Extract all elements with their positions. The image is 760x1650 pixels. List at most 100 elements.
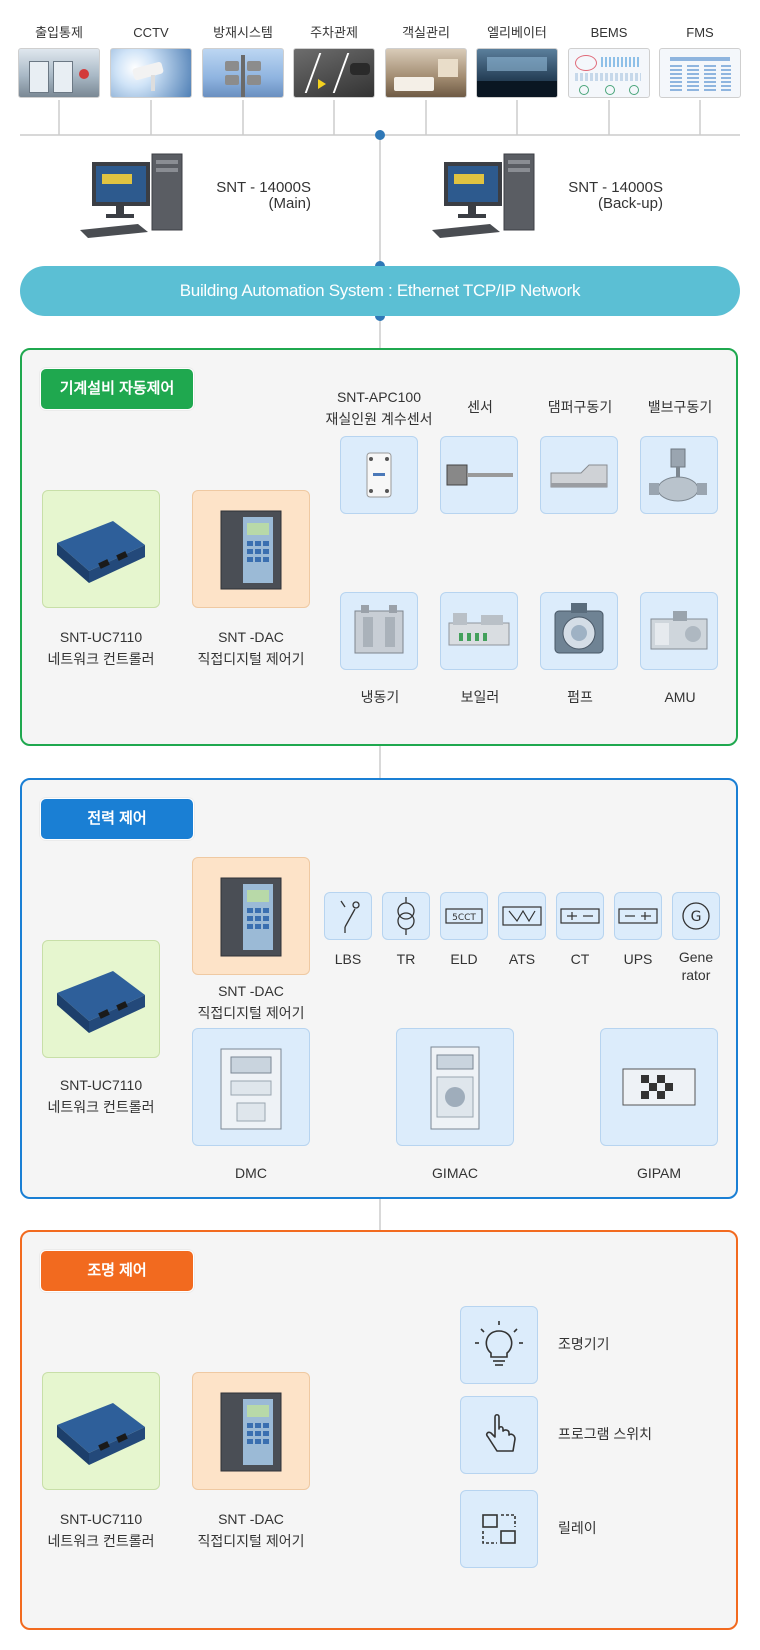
dac-controller-box bbox=[192, 490, 310, 608]
relay-label: 릴레이 bbox=[558, 1520, 597, 1536]
ats-label: ATS bbox=[508, 951, 536, 967]
section-title-power: 전력 제어 bbox=[40, 798, 194, 840]
bems-screen bbox=[568, 48, 650, 98]
ats-switch-icon bbox=[502, 906, 542, 926]
dmc-label: DMC bbox=[235, 1165, 267, 1181]
digital-controller-icon bbox=[220, 877, 282, 957]
device-name: SNT -DAC bbox=[218, 983, 284, 999]
server-model: SNT - 14000S bbox=[568, 179, 663, 196]
subsystem-label: 엘리베이터 bbox=[487, 25, 547, 40]
digital-controller-icon bbox=[220, 1392, 282, 1472]
subsystem-label: 주차관제 bbox=[310, 25, 358, 40]
program-switch-box bbox=[460, 1396, 538, 1474]
network-controller-icon bbox=[57, 521, 145, 583]
elevator-photo bbox=[476, 48, 558, 98]
cctv-photo bbox=[110, 48, 192, 98]
hand-pointer-icon bbox=[485, 1413, 516, 1452]
ct-box bbox=[556, 892, 604, 940]
subsystem-label: 출입통제 bbox=[35, 25, 83, 40]
device-desc: 재실인원 계수센서 bbox=[325, 411, 433, 427]
network-controller-icon bbox=[57, 1403, 145, 1465]
server-backup-label: SNT - 14000S (Back-up) bbox=[556, 180, 663, 212]
device-desc: 네트워크 컨트롤러 bbox=[47, 1099, 155, 1115]
uc7110-controller-box bbox=[42, 490, 160, 608]
server-main-label: SNT - 14000S (Main) bbox=[206, 180, 311, 212]
valve-actuator-box bbox=[640, 436, 718, 514]
device-desc: 직접디지털 제어기 bbox=[197, 1005, 305, 1021]
occupancy-sensor-box bbox=[340, 436, 418, 514]
amu-label: AMU bbox=[664, 689, 696, 705]
relay-icon bbox=[482, 1514, 516, 1544]
subsystem-bems: BEMS bbox=[568, 24, 650, 98]
subsystem-cctv: CCTV bbox=[110, 24, 192, 98]
dac-label: SNT -DAC 직접디지털 제어기 bbox=[180, 1508, 322, 1552]
device-name: SNT -DAC bbox=[218, 1511, 284, 1527]
device-desc: 네트워크 컨트롤러 bbox=[47, 1533, 155, 1549]
lbs-switch-icon bbox=[340, 900, 360, 933]
room-management-photo bbox=[385, 48, 467, 98]
digital-controller-icon bbox=[220, 510, 282, 590]
light-bulb-icon bbox=[475, 1321, 523, 1366]
chiller-icon bbox=[354, 605, 404, 654]
dac-label: SNT -DAC 직접디지털 제어기 bbox=[180, 626, 322, 670]
device-name: SNT-UC7110 bbox=[59, 1077, 143, 1093]
light-fixture-label: 조명기기 bbox=[558, 1336, 610, 1352]
gipam-meter-icon bbox=[622, 1068, 696, 1106]
eld-symbol: 5CCT bbox=[452, 913, 476, 923]
ups-icon bbox=[618, 908, 658, 924]
dmc-meter-icon bbox=[220, 1048, 282, 1130]
ats-box bbox=[498, 892, 546, 940]
server-model: SNT - 14000S bbox=[216, 179, 311, 196]
device-name: SNT-APC100 bbox=[336, 389, 422, 405]
relay-box bbox=[460, 1490, 538, 1568]
gipam-box bbox=[600, 1028, 718, 1146]
amu-box bbox=[640, 592, 718, 670]
subsystem-elevator: 엘리베이터 bbox=[476, 24, 558, 98]
network-controller-icon bbox=[57, 971, 145, 1033]
eld-box: 5CCT bbox=[440, 892, 488, 940]
section-title-lighting: 조명 제어 bbox=[40, 1250, 194, 1292]
ups-label: UPS bbox=[623, 951, 653, 967]
lbs-box bbox=[324, 892, 372, 940]
valve-actuator-label: 밸브구동기 bbox=[647, 399, 713, 415]
subsystem-parking: 주차관제 bbox=[293, 24, 375, 98]
light-fixture-box bbox=[460, 1306, 538, 1384]
pump-icon bbox=[554, 603, 604, 654]
access-control-photo bbox=[18, 48, 100, 98]
ethernet-network-bar: Building Automation System : Ethernet TC… bbox=[20, 266, 740, 316]
generator-icon: G bbox=[682, 902, 710, 930]
subsystem-label: CCTV bbox=[133, 25, 169, 40]
server-role: (Back-up) bbox=[597, 195, 663, 212]
section-title-mechanical: 기계설비 자동제어 bbox=[40, 368, 194, 410]
computer-icon bbox=[80, 153, 183, 238]
subsystem-fms: FMS bbox=[659, 24, 741, 98]
ct-label: CT bbox=[570, 951, 590, 967]
parking-photo bbox=[293, 48, 375, 98]
device-name: SNT-UC7110 bbox=[59, 629, 143, 645]
server-main bbox=[80, 152, 200, 247]
gimac-label: GIMAC bbox=[432, 1165, 478, 1181]
subsystem-label: FMS bbox=[686, 25, 714, 40]
eld-label: ELD bbox=[450, 951, 478, 967]
generator-symbol: G bbox=[691, 909, 702, 925]
chiller-box bbox=[340, 592, 418, 670]
bus-node-dot bbox=[375, 311, 385, 321]
fms-screen bbox=[659, 48, 741, 98]
occupancy-sensor-icon bbox=[366, 452, 392, 498]
subsystem-disaster-prevention: 방재시스템 bbox=[202, 24, 284, 98]
tr-label: TR bbox=[396, 951, 416, 967]
dmc-box bbox=[192, 1028, 310, 1146]
subsystem-label: 방재시스템 bbox=[213, 25, 273, 40]
device-name: SNT -DAC bbox=[218, 629, 284, 645]
dac-controller-box bbox=[192, 1372, 310, 1490]
pump-box bbox=[540, 592, 618, 670]
disaster-prevention-photo bbox=[202, 48, 284, 98]
damper-actuator-icon bbox=[550, 464, 608, 488]
amu-icon bbox=[650, 611, 708, 650]
uc7110-label: SNT-UC7110 네트워크 컨트롤러 bbox=[30, 626, 172, 670]
uc7110-label: SNT-UC7110 네트워크 컨트롤러 bbox=[30, 1508, 172, 1552]
chiller-label: 냉동기 bbox=[360, 689, 400, 705]
boiler-icon bbox=[448, 613, 510, 646]
ct-icon bbox=[560, 908, 600, 924]
